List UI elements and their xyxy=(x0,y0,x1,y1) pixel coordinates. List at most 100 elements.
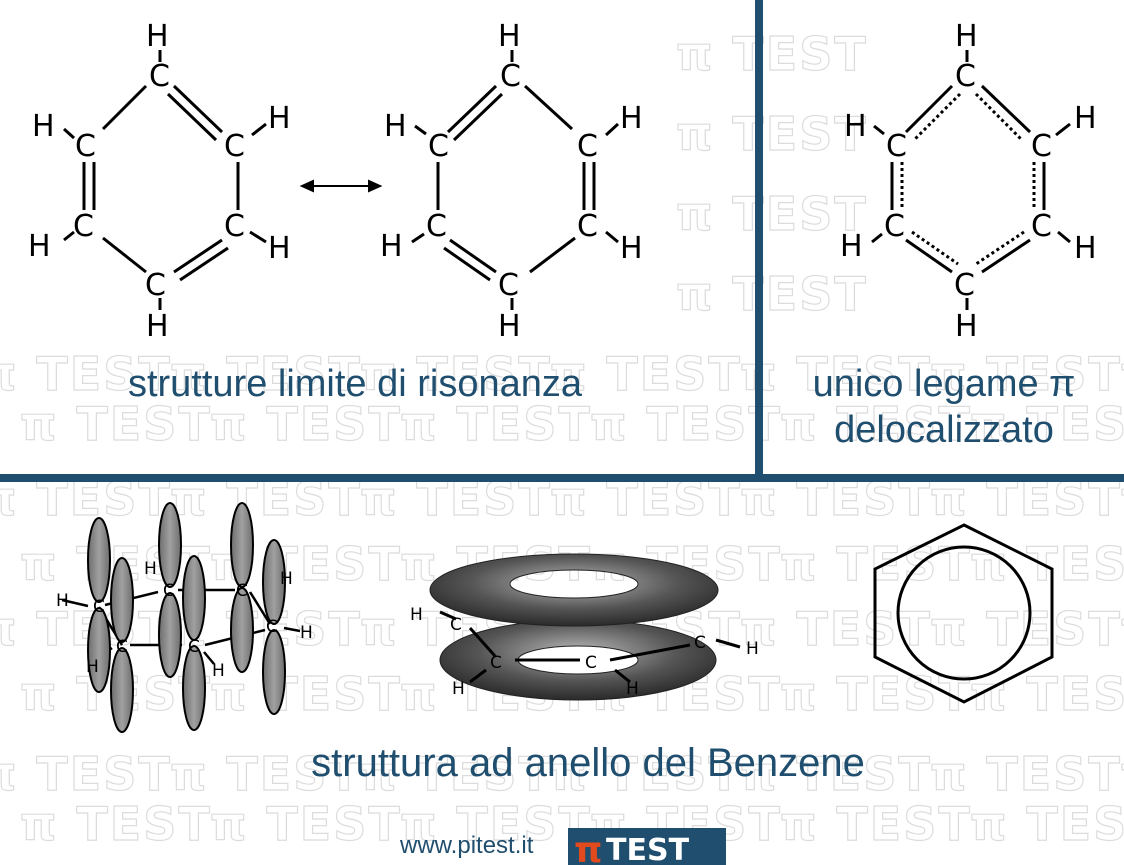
hydrogen-atom: H xyxy=(280,569,293,589)
hydrogen-atom: H xyxy=(844,109,867,144)
hydrogen-atom: H xyxy=(384,109,407,144)
logo-text: TEST xyxy=(606,833,690,865)
carbon-atom: C xyxy=(577,129,598,164)
hydrogen-atom: H xyxy=(212,661,225,681)
carbon-atom: C xyxy=(224,209,245,244)
hydrogen-atom: H xyxy=(146,309,169,344)
kekule-structure-1-atoms: C C C C C C H H H H H H xyxy=(28,19,291,344)
upper-pi-torus xyxy=(429,553,719,627)
watermark-tile: π TEST xyxy=(740,747,932,801)
hydrogen-atom: H xyxy=(746,639,759,659)
delocalized-caption-line1: unico legame π xyxy=(813,363,1076,405)
watermark-tile: π TEST xyxy=(550,347,742,401)
vertical-divider xyxy=(755,0,763,478)
resonance-double-arrow xyxy=(299,179,383,193)
watermark-tile: π TEST xyxy=(20,797,212,851)
watermark-tile: π TEST xyxy=(970,667,1124,721)
carbon-atom: C xyxy=(426,209,447,244)
carbon-atom: C xyxy=(498,268,519,303)
watermark-tile: π TEST xyxy=(930,747,1122,801)
watermark-tile: π TEST xyxy=(676,107,868,161)
carbon-atom: C xyxy=(500,59,521,94)
carbon-atom: C xyxy=(145,268,166,303)
watermark-tile: π TEST xyxy=(780,397,972,451)
carbon-atom: C xyxy=(75,129,96,164)
delocalized-caption-line2: delocalizzato xyxy=(834,409,1054,451)
watermark-tile: π TEST xyxy=(170,347,362,401)
watermark-tile: π TEST xyxy=(20,397,212,451)
kekule-structure-2-atoms: C C C C C C H H H H H H xyxy=(380,19,643,344)
watermark-tile: π TEST xyxy=(970,397,1124,451)
hydrogen-atom: H xyxy=(1074,101,1097,136)
watermark-tile: π TEST xyxy=(360,747,552,801)
p-orbital-diagram: C C C C C C H H H H H H xyxy=(56,502,313,733)
watermark-tile: π TEST xyxy=(400,797,592,851)
hydrogen-atom: H xyxy=(498,309,521,344)
watermark-tile: π TEST xyxy=(970,537,1124,591)
delocalized-structure-atoms: C C C C C C H H H H H H xyxy=(840,19,1097,344)
watermark-tile: π TEST xyxy=(970,797,1124,851)
carbon-atom: C xyxy=(116,637,128,657)
watermark-tile: π TEST xyxy=(550,747,742,801)
ring-structure-caption: struttura ad anello del Benzene xyxy=(311,741,865,785)
horizontal-divider xyxy=(0,474,1124,482)
carbon-atom: C xyxy=(694,633,706,653)
carbon-atom: C xyxy=(93,597,105,617)
pi-cloud-diagram: C C C C H H H H xyxy=(410,553,759,701)
carbon-atom: C xyxy=(886,129,907,164)
pitest-logo: π TEST xyxy=(568,828,726,865)
hydrogen-atom: H xyxy=(32,109,55,144)
watermark-tile: π TEST xyxy=(210,667,402,721)
carbon-atom: C xyxy=(577,209,598,244)
watermark-tile: π TEST xyxy=(1120,602,1124,656)
website-link[interactable]: www.pitest.it xyxy=(399,832,534,859)
carbon-atom: C xyxy=(163,581,175,601)
hydrogen-atom: H xyxy=(626,679,639,699)
footer: www.pitest.it π TEST xyxy=(399,828,726,865)
hydrogen-atom: H xyxy=(955,19,978,54)
hydrogen-atom: H xyxy=(620,231,643,266)
kekule-structure-2 xyxy=(411,50,620,310)
delocalized-structure xyxy=(871,50,1071,310)
carbon-atom: C xyxy=(73,209,94,244)
watermark-tile: π TEST xyxy=(780,537,972,591)
hydrogen-atom: H xyxy=(56,591,69,611)
logo-background xyxy=(568,828,726,865)
carbon-atom: C xyxy=(884,209,905,244)
watermark-tile: π TEST xyxy=(0,347,172,401)
watermark-tile: π TEST xyxy=(210,797,402,851)
carbon-atom: C xyxy=(149,59,170,94)
hydrogen-atom: H xyxy=(268,101,291,136)
delocalized-circle xyxy=(896,545,1032,681)
watermark-tile: π TEST xyxy=(400,397,592,451)
hydrogen-atom: H xyxy=(28,229,51,264)
hydrogen-atom: H xyxy=(86,657,99,677)
hydrogen-atom: H xyxy=(300,623,313,643)
watermark-tile: π TEST xyxy=(676,267,868,321)
watermark-tile: π TEST xyxy=(740,347,932,401)
watermark-tile: π TEST xyxy=(740,602,932,656)
hydrogen-atom: H xyxy=(146,19,169,54)
carbon-atom: C xyxy=(1031,209,1052,244)
watermark-tile: π TEST xyxy=(676,27,868,81)
hydrogen-atom: H xyxy=(410,605,423,625)
resonance-caption: strutture limite di risonanza xyxy=(128,363,583,405)
carbon-atom: C xyxy=(954,268,975,303)
watermark-tile: π TEST xyxy=(780,667,972,721)
watermark-tile: π TEST xyxy=(1120,472,1124,526)
watermark-tile: π TEST xyxy=(780,797,972,851)
watermark-tile: π TEST xyxy=(360,347,552,401)
hydrogen-atom: H xyxy=(380,229,403,264)
watermark-tile: π TEST xyxy=(930,347,1122,401)
watermark-tile: π TEST xyxy=(0,602,172,656)
carbon-atom: C xyxy=(188,637,200,657)
carbon-atom: C xyxy=(955,59,976,94)
carbon-atom: C xyxy=(490,653,502,673)
hydrogen-atom: H xyxy=(620,101,643,136)
pi-logo-icon: π xyxy=(574,830,602,865)
watermark-tile: π TEST xyxy=(590,397,782,451)
carbon-atom: C xyxy=(450,615,462,635)
carbon-atom: C xyxy=(224,129,245,164)
hydrogen-atom: H xyxy=(1074,231,1097,266)
